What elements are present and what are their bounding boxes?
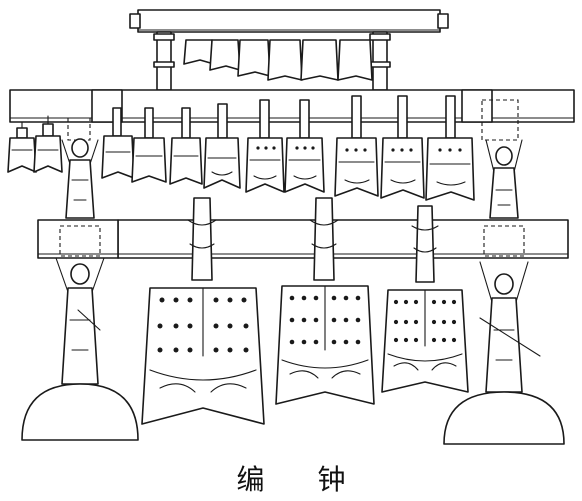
middle-bell bbox=[131, 107, 167, 183]
middle-bell bbox=[169, 107, 203, 185]
middle-bell bbox=[380, 95, 425, 199]
middle-bell bbox=[334, 95, 379, 197]
bases bbox=[21, 383, 565, 445]
figure-upper-left bbox=[61, 138, 99, 219]
middle-bell bbox=[7, 121, 37, 173]
middle-bell bbox=[425, 95, 475, 201]
middle-bell bbox=[33, 115, 63, 173]
upper-bell bbox=[337, 39, 373, 81]
middle-bell bbox=[245, 99, 285, 193]
figure-lower-right bbox=[479, 261, 541, 393]
upper-tier-bells bbox=[183, 39, 373, 81]
middle-beam bbox=[9, 89, 575, 123]
large-bell bbox=[141, 197, 265, 425]
lower-tier-bells bbox=[141, 197, 469, 425]
large-bell bbox=[275, 197, 375, 405]
upper-bell bbox=[209, 39, 241, 71]
upper-bell bbox=[300, 39, 339, 81]
lower-beam bbox=[37, 219, 569, 259]
figure-caption: 编 钟 bbox=[236, 463, 368, 496]
large-bell-studs bbox=[157, 295, 457, 353]
figure-lower-left bbox=[55, 257, 105, 385]
large-bell bbox=[381, 205, 469, 393]
top-beam bbox=[137, 9, 441, 33]
upper-bell bbox=[237, 39, 271, 77]
middle-bell bbox=[203, 103, 241, 189]
right-base bbox=[443, 391, 565, 445]
upper-bell bbox=[183, 39, 215, 65]
middle-tier-bells bbox=[7, 95, 519, 201]
middle-bell-figure-held bbox=[67, 117, 91, 141]
bell-studs bbox=[256, 146, 462, 152]
middle-bell bbox=[101, 107, 135, 179]
middle-bell bbox=[284, 99, 325, 193]
figure-upper-right bbox=[485, 139, 523, 219]
top-rack bbox=[129, 9, 449, 91]
right-dashed-mount bbox=[481, 99, 519, 141]
left-base bbox=[21, 383, 139, 441]
upper-bell bbox=[267, 39, 303, 81]
